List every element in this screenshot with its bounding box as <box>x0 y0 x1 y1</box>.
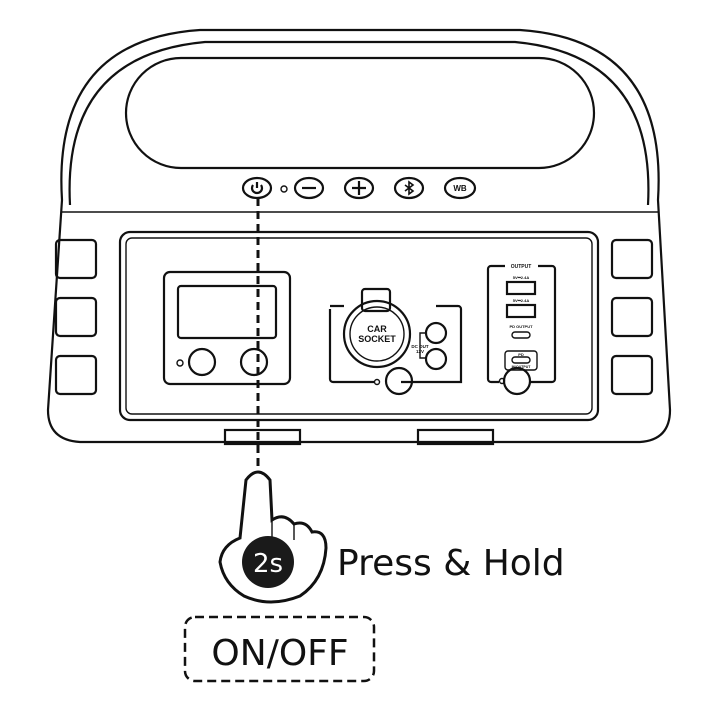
svg-text:CAR: CAR <box>367 324 387 334</box>
svg-text:OUTPUT: OUTPUT <box>511 264 532 270</box>
device-body <box>46 28 672 446</box>
svg-text:5V⎓2.4A: 5V⎓2.4A <box>513 298 530 303</box>
on-off-label-box: ON/OFF <box>183 615 376 683</box>
press-hold-label: Press & Hold <box>337 543 565 584</box>
dc-port-1[interactable] <box>424 321 448 345</box>
svg-text:DC OUT: DC OUT <box>411 344 428 349</box>
wireless-icon: WB <box>453 184 467 193</box>
pressing-hand-icon: 2s <box>218 470 328 604</box>
usb-output-module: OUTPUT 5V⎓2.4A 5V⎓2.4A PD OUTPUT PD IN/O… <box>486 264 557 396</box>
display-button-left[interactable] <box>187 347 217 377</box>
bluetooth-icon <box>404 180 415 196</box>
usb-port-1[interactable] <box>505 280 537 296</box>
usb-port-2[interactable] <box>505 303 537 319</box>
dc-output-module: CAR SOCKET DC OUT 12V <box>328 287 463 396</box>
svg-text:5V⎓2.4A: 5V⎓2.4A <box>513 275 530 280</box>
power-icon <box>250 182 264 195</box>
svg-text:SOCKET: SOCKET <box>358 334 396 344</box>
usb-c-port-1[interactable] <box>511 331 531 339</box>
svg-text:PD OUTPUT: PD OUTPUT <box>509 324 533 329</box>
power-indicator-light <box>280 185 288 193</box>
on-off-label: ON/OFF <box>211 633 348 674</box>
hold-duration: 2s <box>253 549 283 579</box>
plus-button[interactable] <box>343 176 375 200</box>
dc-output-button[interactable] <box>384 366 414 396</box>
usb-c-port-2[interactable] <box>511 356 531 364</box>
display-module <box>162 270 292 386</box>
svg-text:PD: PD <box>518 352 524 357</box>
svg-text:IN/OUTPUT: IN/OUTPUT <box>512 365 532 369</box>
bluetooth-button[interactable] <box>393 176 425 200</box>
wireless-button[interactable]: WB <box>443 176 477 200</box>
dc-port-2[interactable] <box>424 347 448 371</box>
svg-text:12V: 12V <box>416 349 424 354</box>
minus-button[interactable] <box>293 176 325 200</box>
display-button-right[interactable] <box>239 347 269 377</box>
plus-icon <box>352 181 366 195</box>
power-button[interactable] <box>241 176 273 200</box>
usb-output-button[interactable] <box>502 366 532 396</box>
